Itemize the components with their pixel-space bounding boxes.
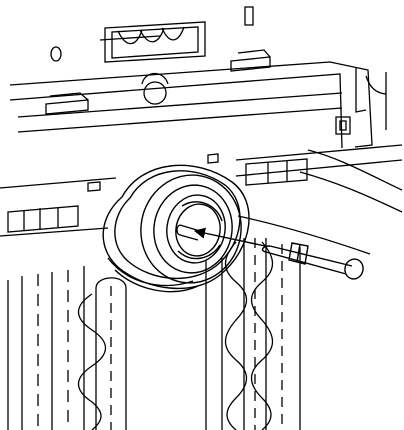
lower-columns	[7, 238, 301, 430]
insertion-arrow-icon	[193, 227, 266, 247]
upper-housing	[9, 6, 387, 149]
pin-tool-icon	[176, 224, 364, 280]
seal-ring-assembly	[102, 164, 250, 293]
middle-frame	[0, 144, 403, 255]
